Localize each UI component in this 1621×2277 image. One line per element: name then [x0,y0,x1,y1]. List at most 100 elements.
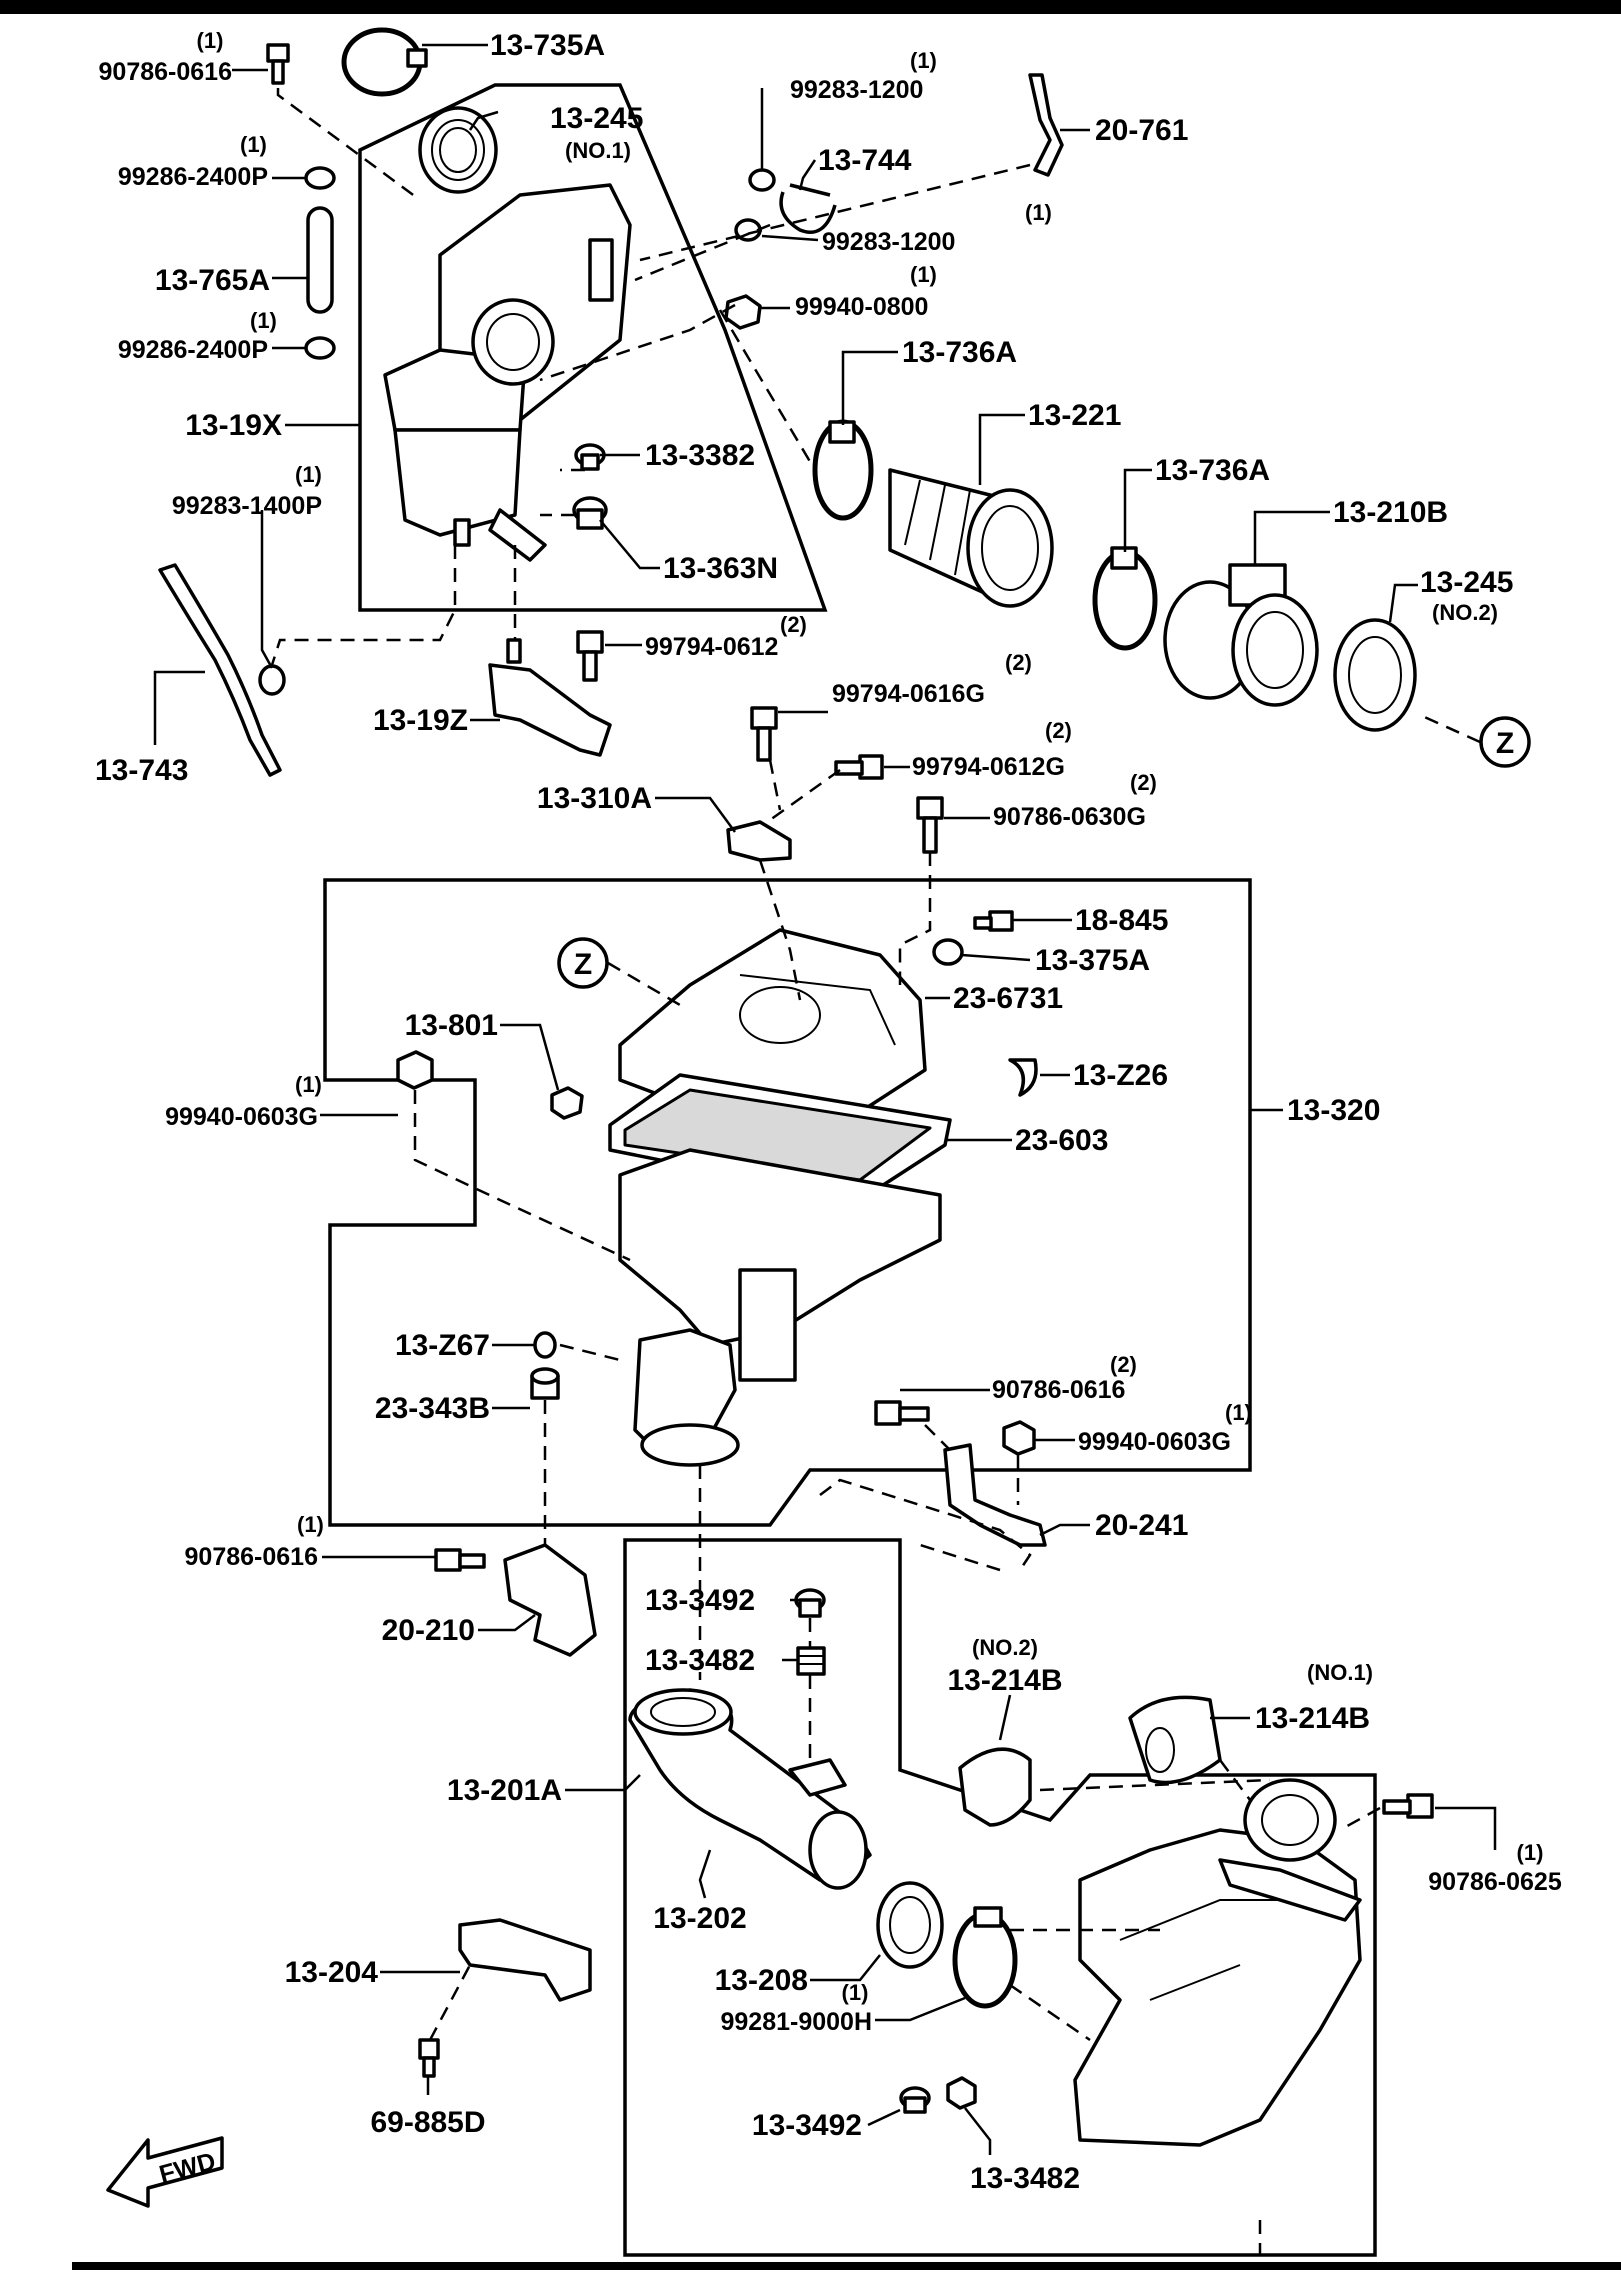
label-99794-0616G: 99794-0616G [832,680,985,708]
hose-clamp-13-736A-left [812,419,874,521]
nut-99940-0800 [724,294,762,330]
label-13-736A-right: 13-736A [1155,454,1270,487]
label-23-6731: 23-6731 [953,982,1063,1015]
grommet-13-245-no1 [418,106,498,194]
label-90786-0630G: 90786-0630G [993,803,1146,831]
hose-13-765A [306,206,334,314]
clip-99286-2400P-top [304,166,336,190]
qty-99794-0612: (2) [780,612,807,637]
label-90786-0616-top: 90786-0616 [99,58,232,86]
clip-13-310A [726,820,792,862]
label-99940-0603G-right: 99940-0603G [1078,1428,1231,1456]
group-box-13-201A [623,1538,1377,2257]
label-20-210: 20-210 [382,1614,475,1647]
qty-90786-0625: (1) [1517,1840,1544,1865]
qty-99794-0616G: (2) [1005,650,1032,675]
nut-99940-0603G-left [396,1050,434,1090]
label-13-744: 13-744 [818,144,912,177]
screw-18-845 [973,910,1014,932]
resonator-13-19X [383,183,632,562]
label-13-214B-no2: 13-214B [947,1664,1062,1697]
forward-direction-arrow: FWD [106,2136,224,2208]
qty-99940-0800: (1) [910,262,937,287]
hose-clamp-13-735A [341,27,428,97]
label-13-736A-left: 13-736A [902,336,1017,369]
qty-99283-1200-mid: (1) [1025,200,1052,225]
label-23-343B: 23-343B [375,1392,490,1425]
top-border-bar [0,0,1621,14]
bracket-20-241 [943,1443,1047,1547]
label-13-310A: 13-310A [537,782,652,815]
air-duct-13-221 [888,468,1054,608]
mass-airflow-sensor-13-210B [1163,563,1319,707]
bolt-90786-0616-low [434,1548,486,1572]
assembly-lines [270,88,1481,2255]
label-13-3482-top: 13-3482 [645,1644,755,1677]
label-13-735A: 13-735A [490,29,605,62]
reference-marker-z-right-label: Z [1496,727,1514,760]
hose-clamp-99281-9000H [952,1906,1018,2009]
label-13-363N: 13-363N [663,552,778,585]
reference-marker-z-left: Z [557,937,609,989]
qty-99794-0612G: (2) [1045,718,1072,743]
bolt-90786-0616-top [266,43,290,85]
bolt-99794-0612G [834,754,884,780]
group-box-13-19X [358,83,828,612]
grommet-13-3482-bottom [946,2076,977,2110]
nut-99940-0603G-right [1002,1420,1036,1456]
label-99283-1200-top: 99283-1200 [790,76,923,104]
qty-90786-0616-low: (1) [297,1512,324,1537]
label-99940-0800: 99940-0800 [795,293,928,321]
reference-marker-z-left-label: Z [574,948,592,981]
cap-13-214B-no2 [958,1747,1032,1827]
label-13-3482-bottom: 13-3482 [970,2162,1080,2195]
label-18-845: 18-845 [1075,904,1168,937]
plug-13-3382 [574,443,606,471]
callout-labels: (1) 90786-0616 13-735A 13-245 (NO.1) (1)… [95,28,1562,2195]
grommet-13-208 [876,1881,944,1969]
bolt-99794-0612 [576,630,604,682]
qty-90786-0616-top: (1) [197,28,224,53]
qty-99286-2400P-top: (1) [240,132,267,157]
label-13-214B-no1: 13-214B [1255,1702,1370,1735]
label-13-202: 13-202 [653,1902,746,1935]
bolt-99794-0616G [750,706,778,762]
label-13-204: 13-204 [285,1956,379,1989]
grommet-13-245-no2 [1333,618,1417,732]
clip-13-375A [932,938,964,966]
bracket-13-204 [458,1918,592,2002]
label-13-221: 13-221 [1028,399,1121,432]
label-99794-0612: 99794-0612 [645,633,778,661]
label-13-Z26: 13-Z26 [1073,1059,1168,1092]
bracket-20-210 [503,1543,597,1657]
qty-13-245-no2: (NO.2) [1432,600,1498,625]
clip-13-Z67 [533,1331,557,1359]
bolt-90786-0630G [916,796,944,854]
hose-13-744 [779,183,837,234]
qty-99286-2400P-bottom: (1) [250,308,277,333]
label-13-3382: 13-3382 [645,439,755,472]
reference-marker-z-right: Z [1479,716,1531,768]
label-90786-0616-mid: 90786-0616 [992,1376,1125,1404]
air-cleaner-13-320 [608,928,952,1467]
label-13-801: 13-801 [405,1009,498,1042]
label-13-375A: 13-375A [1035,944,1150,977]
label-99286-2400P-top: 99286-2400P [118,163,268,191]
clip-99283-1400P [258,664,286,696]
label-99940-0603G-left: 99940-0603G [165,1103,318,1131]
plug-13-3492-top [794,1588,826,1618]
bracket-13-19Z [488,638,612,757]
label-99283-1200-mid: 99283-1200 [822,228,955,256]
qty-99940-0603G-left: (1) [295,1072,322,1097]
hose-13-743 [158,563,282,777]
label-20-241: 20-241 [1095,1509,1188,1542]
spring-clip-13-Z26 [1008,1058,1038,1097]
nut-13-801 [550,1086,584,1120]
qty-13-214B-no1: (NO.1) [1307,1660,1373,1685]
label-13-3492-bottom: 13-3492 [752,2109,862,2142]
label-99286-2400P-bottom: 99286-2400P [118,336,268,364]
grommet-23-343B [530,1367,560,1400]
label-69-885D: 69-885D [370,2106,485,2139]
clip-99286-2400P-bottom [304,336,336,360]
